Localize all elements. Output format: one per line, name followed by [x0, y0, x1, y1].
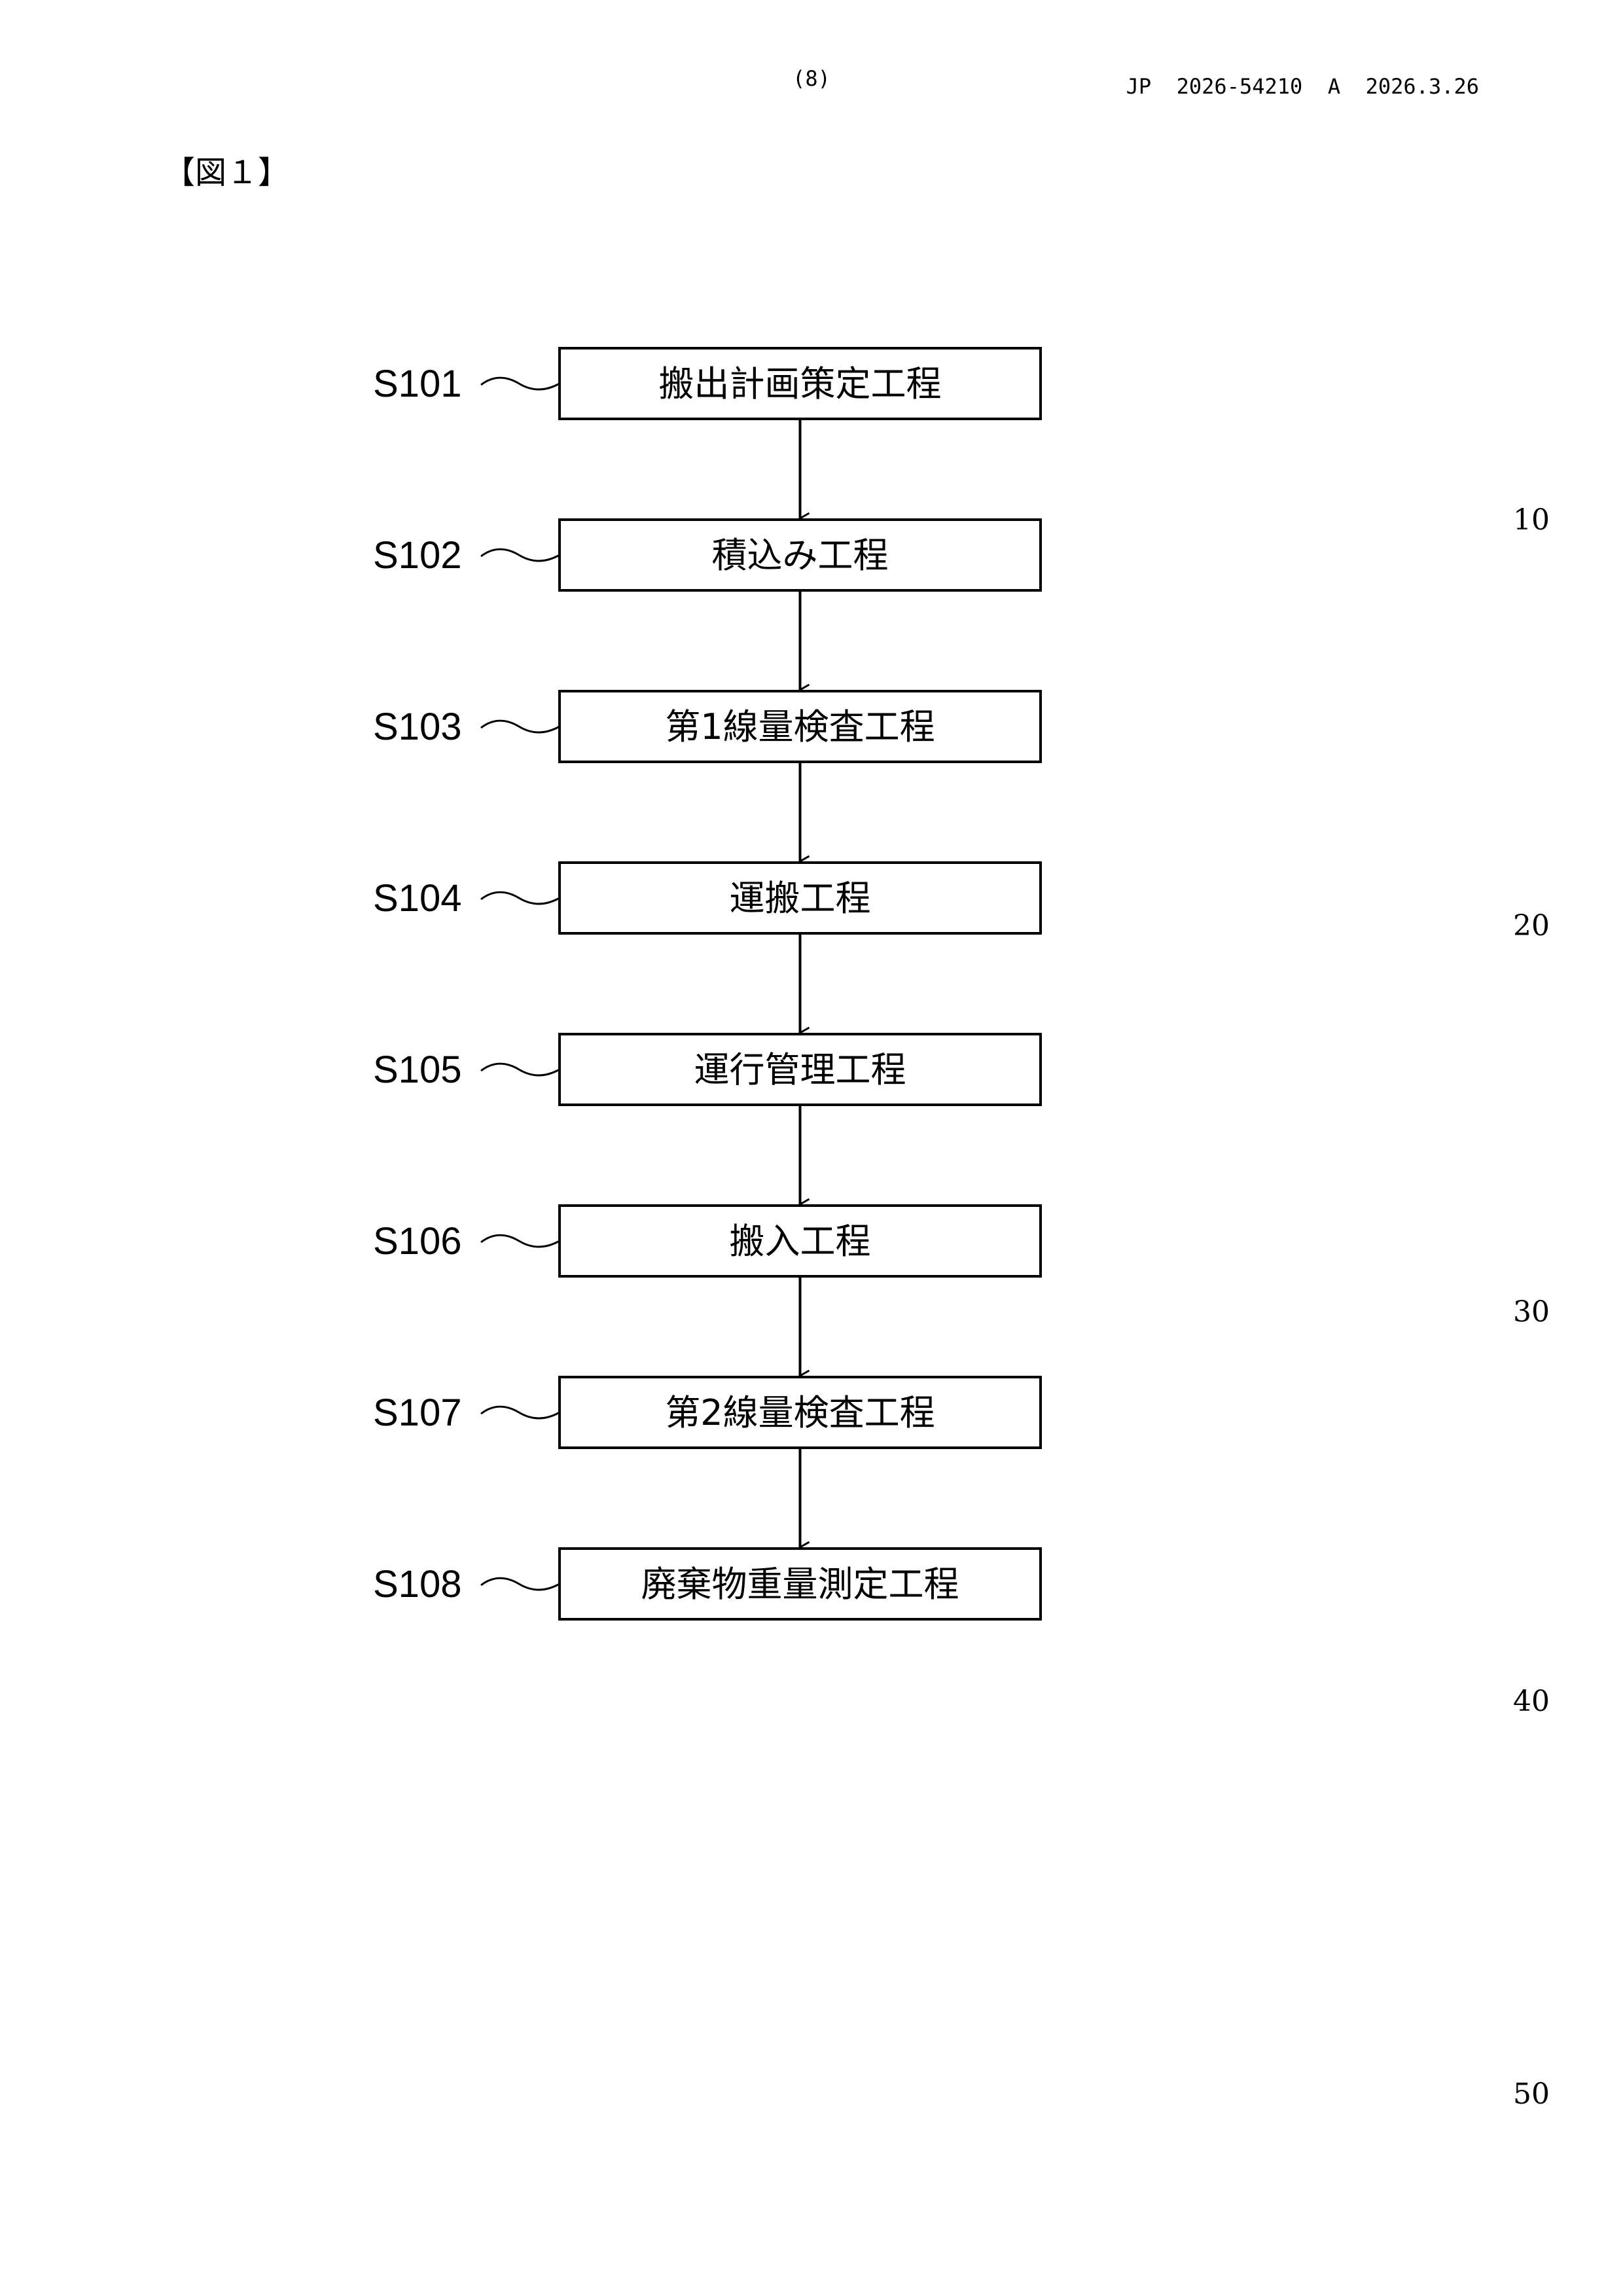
leader-line — [481, 1407, 560, 1418]
leader-line — [481, 721, 560, 732]
step-label: S108 — [373, 1563, 461, 1605]
step-label: S104 — [373, 877, 461, 920]
leader-line — [481, 378, 560, 389]
flow-step-s102: 積込み工程 S102 — [373, 520, 1041, 590]
step-label: S107 — [373, 1391, 461, 1434]
step-label: S103 — [373, 706, 461, 748]
leader-line — [481, 549, 560, 561]
step-label: S101 — [373, 363, 461, 405]
step-label: S106 — [373, 1220, 461, 1263]
step-text: 積込み工程 — [712, 535, 889, 576]
flow-step-s103: 第1線量検査工程 S103 — [373, 691, 1041, 762]
step-text: 第1線量検査工程 — [665, 706, 935, 747]
flow-step-s106: 搬入工程 S106 — [373, 1206, 1041, 1276]
step-label: S105 — [373, 1049, 461, 1091]
flow-step-s107: 第2線量検査工程 S107 — [373, 1377, 1041, 1448]
leader-line — [481, 892, 560, 904]
flow-step-s105: 運行管理工程 S105 — [373, 1034, 1041, 1105]
step-text: 搬入工程 — [730, 1221, 871, 1262]
flow-step-s104: 運搬工程 S104 — [373, 863, 1041, 933]
step-label: S102 — [373, 534, 461, 577]
step-text: 廃棄物重量測定工程 — [641, 1564, 959, 1605]
step-text: 搬出計画策定工程 — [659, 363, 942, 404]
leader-line — [481, 1578, 560, 1590]
flow-step-s101: 搬出計画策定工程 S101 — [373, 348, 1041, 419]
flow-step-s108: 廃棄物重量測定工程 S108 — [373, 1549, 1041, 1619]
leader-line — [481, 1235, 560, 1247]
step-text: 第2線量検査工程 — [665, 1392, 935, 1433]
leader-line — [481, 1064, 560, 1075]
step-text: 運搬工程 — [730, 878, 871, 919]
step-text: 運行管理工程 — [694, 1049, 906, 1090]
